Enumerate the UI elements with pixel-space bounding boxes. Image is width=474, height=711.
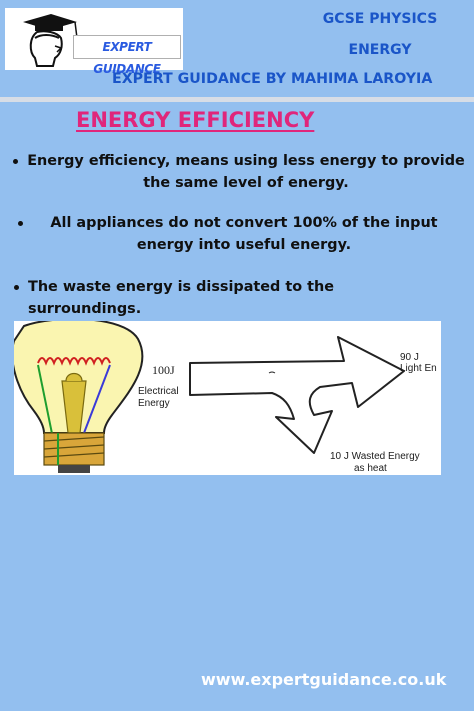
bullet-dot-icon (18, 221, 23, 226)
energy-transfer-diagram: 100J Electrical Energy 90 J Light En 10 … (14, 321, 441, 475)
topic-heading: ENERGY (348, 42, 412, 58)
subject-heading: GCSE PHYSICS (322, 11, 438, 27)
bullet-text: Energy efficiency, means using less ener… (27, 153, 465, 191)
graduate-head-icon (23, 14, 79, 67)
energy-arrow-icon (189, 336, 405, 454)
website-link[interactable]: www.expertguidance.co.uk (201, 670, 447, 689)
bullet-text: The waste energy is dissipated to the su… (28, 279, 335, 317)
input-energy-label-2: Energy (138, 398, 170, 409)
useful-energy-label-2: Light En (400, 363, 437, 374)
input-energy-label-1: Electrical (138, 386, 179, 397)
bullet-dot-icon (13, 159, 18, 164)
waste-energy-label-2: as heat (354, 463, 387, 474)
bullet-item: The waste energy is dissipated to the su… (14, 276, 428, 320)
page-title: ENERGY EFFICIENCY (76, 108, 315, 132)
author-heading: EXPERT GUIDANCE BY MAHIMA LAROYIA (112, 71, 433, 87)
bulb-arrow-illustration (14, 321, 405, 473)
bullet-text: All appliances do not convert 100% of th… (50, 215, 438, 253)
bullet-item: All appliances do not convert 100% of th… (18, 212, 458, 256)
input-energy-value: 100J (152, 363, 175, 377)
header-divider (0, 97, 474, 102)
bullet-item: Energy efficiency, means using less ener… (13, 150, 470, 194)
bullet-dot-icon (14, 285, 19, 290)
logo-text: EXPERT GUIDANCE (73, 35, 181, 76)
logo: EXPERT GUIDANCE (5, 8, 183, 76)
filament-icon (37, 357, 111, 366)
waste-energy-label-1: 10 J Wasted Energy (330, 451, 420, 462)
useful-energy-label-1: 90 J (400, 352, 419, 363)
